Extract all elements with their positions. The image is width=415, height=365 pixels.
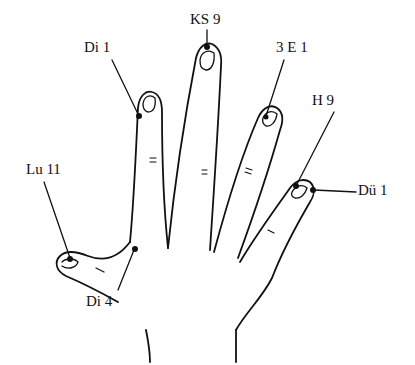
point-label: Di 4 — [86, 294, 112, 309]
point-label: Dü 1 — [358, 183, 388, 198]
point-label: Lu 11 — [26, 162, 61, 177]
point-label: H 9 — [312, 93, 334, 108]
point-label: Di 1 — [84, 40, 110, 55]
point-label: 3 E 1 — [276, 40, 308, 55]
point-label: KS 9 — [190, 12, 220, 27]
